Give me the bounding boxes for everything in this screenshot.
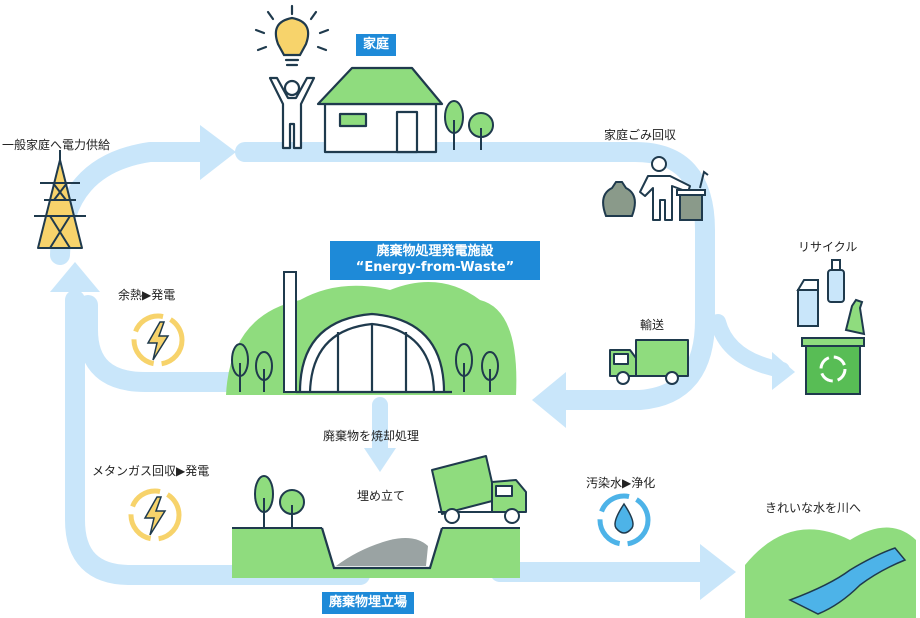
flow-house-to-collection — [235, 142, 715, 410]
arrowhead-to-recycle — [772, 352, 795, 390]
waste-heat-label: 余熱▶発電 — [118, 288, 176, 302]
lightning-cycle-icon — [131, 313, 185, 367]
clean-water-label: きれいな水を川へ — [765, 501, 862, 515]
lightning-cycle-icon — [128, 488, 182, 542]
plant-title-line2: “Energy-from-Waste” — [355, 260, 515, 276]
landfill-ground — [232, 527, 520, 578]
recycle-label: リサイクル — [798, 240, 858, 254]
plant-trees — [231, 343, 499, 392]
person-icon — [268, 76, 316, 150]
flow-arrowheads — [50, 125, 795, 600]
arrowhead-to-plant — [532, 372, 566, 428]
supply-power-label: 一般家庭へ電力供給 — [2, 138, 111, 152]
plant-title: 廃棄物処理発電施設 “Energy-from-Waste” — [330, 241, 540, 280]
plant-dome-icon — [296, 312, 452, 394]
household-label: 家庭 — [356, 34, 397, 57]
garbage-bag-icon — [602, 181, 636, 217]
recycle-bin-icon — [801, 337, 865, 395]
flow-to-recycle — [710, 314, 790, 378]
lightbulb-icon — [254, 4, 330, 67]
person-disposing-icon — [639, 156, 691, 221]
transport-label: 輸送 — [640, 318, 665, 332]
arrowhead-to-landfill — [364, 448, 396, 472]
house-trees — [444, 100, 494, 150]
landfill-fill-label: 埋め立て — [357, 489, 406, 503]
truck-icon — [609, 339, 689, 385]
bottle-icon — [827, 259, 845, 303]
house-icon — [316, 66, 444, 154]
trash-can-icon — [676, 170, 709, 221]
flow-plant-to-tower — [78, 295, 245, 392]
carton-icon — [796, 279, 819, 327]
arrowhead-to-river — [700, 544, 736, 600]
arrowhead-up-left — [50, 262, 100, 292]
garbage-collection-label: 家庭ごみ回収 — [604, 128, 677, 142]
flow-tower-to-house — [50, 142, 228, 265]
water-cycle-icon — [597, 493, 651, 547]
arrowhead-to-house — [200, 125, 236, 180]
landfill-trees — [254, 475, 305, 528]
power-tower-icon — [34, 150, 86, 249]
plant-title-line1: 廃棄物処理発電施設 — [376, 244, 494, 259]
sewage-label: 汚染水▶浄化 — [586, 476, 656, 490]
chimney-icon — [283, 271, 297, 393]
dump-truck-icon — [431, 455, 527, 524]
bottle-icon — [844, 298, 866, 336]
landfill-label: 廃棄物埋立場 — [322, 592, 415, 615]
flow-landfill-to-tower — [65, 290, 370, 585]
methane-label: メタンガス回収▶発電 — [92, 464, 210, 478]
incineration-label: 廃棄物を焼却処理 — [323, 429, 420, 443]
river-icon — [745, 527, 916, 618]
